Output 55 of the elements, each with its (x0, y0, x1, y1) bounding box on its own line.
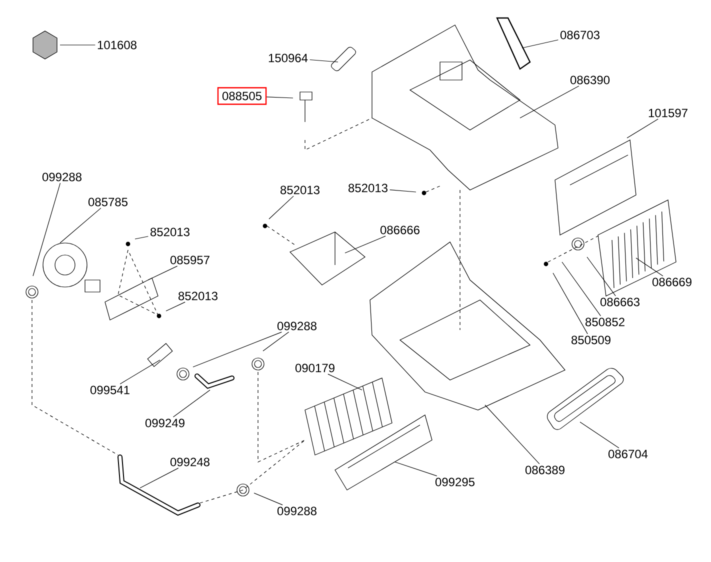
leader-line (60, 208, 102, 244)
leader-line (390, 190, 416, 192)
callout-number: 099288 (277, 322, 316, 330)
leader-line (172, 390, 210, 418)
leader-line (268, 196, 294, 220)
leader-line (134, 236, 148, 240)
leader-line (262, 332, 290, 352)
leader-line (310, 59, 338, 62)
callout-number: 090179 (295, 364, 334, 372)
callout-number: 852013 (348, 184, 388, 192)
callout-number: 086390 (570, 76, 610, 84)
callout-number: 099248 (170, 458, 210, 466)
leader-line (166, 302, 186, 312)
leader-line (636, 258, 664, 276)
callout-number: 101597 (648, 108, 688, 118)
leader-line (120, 360, 160, 384)
leader-line (254, 492, 283, 506)
callout-number: 099288 (42, 172, 82, 182)
callout-number: 088505 (217, 87, 267, 105)
callout-number: 852013 (178, 292, 218, 300)
leader-line (394, 462, 438, 476)
callout-number: 150964 (268, 54, 308, 62)
leader-line (586, 256, 616, 296)
callout-number: 086703 (560, 30, 600, 40)
leader-line (32, 182, 61, 276)
leader-line (562, 262, 601, 316)
leader-line (344, 236, 386, 254)
callout-number: 086704 (608, 450, 648, 458)
leader-line (266, 96, 294, 98)
callout-number: 086663 (600, 298, 640, 306)
callout-number: 086669 (652, 278, 692, 286)
callout-number: 099295 (435, 478, 474, 486)
leader-line (522, 40, 558, 48)
leader-line (520, 86, 580, 118)
leader-line (626, 118, 658, 138)
callout-number: 085785 (88, 198, 128, 206)
leader-line (140, 468, 179, 488)
leader-line (60, 44, 96, 46)
callout-number: 086666 (380, 226, 420, 234)
leader-line (580, 422, 620, 448)
callout-number: 099249 (145, 418, 184, 428)
callout-number: 852013 (150, 228, 190, 236)
callout-number: 099288 (277, 506, 316, 516)
callout-number: 099541 (90, 386, 130, 394)
leader-line (484, 404, 540, 464)
leader-line (192, 332, 282, 368)
leader-line (552, 272, 588, 334)
callout-number: 850852 (586, 318, 624, 326)
callout-number: 852013 (280, 186, 320, 194)
callout-number: 101608 (98, 40, 136, 50)
callout-number: 086389 (525, 466, 564, 474)
leader-line (148, 266, 178, 280)
leader-line (328, 374, 362, 390)
callout-number: 850509 (572, 336, 610, 344)
callout-number: 085957 (170, 256, 210, 264)
